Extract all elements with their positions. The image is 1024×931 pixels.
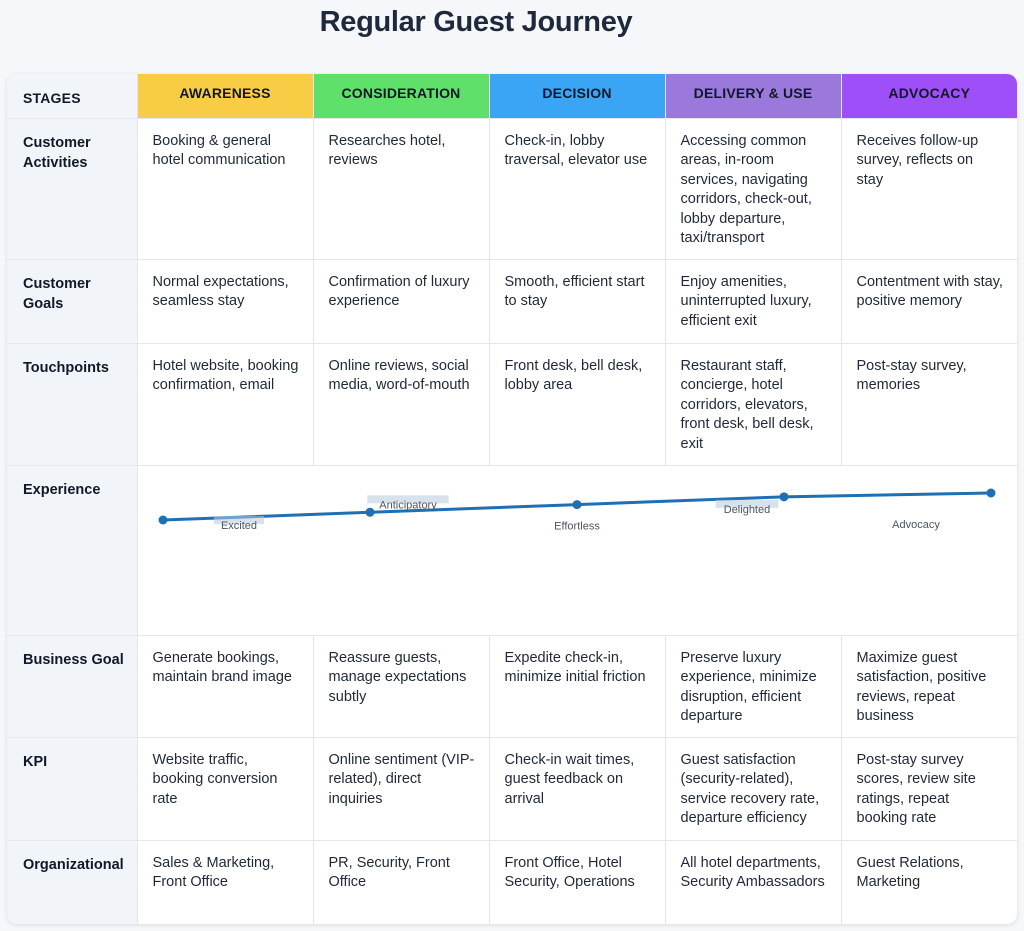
table-cell: Website traffic, booking conversion rate (137, 737, 314, 841)
stages-header-label: STAGES (7, 74, 138, 119)
row-label: Customer Activities (7, 118, 138, 260)
table-cell: Sales & Marketing, Front Office (137, 840, 314, 924)
experience-label-advocacy: Advocacy (892, 519, 940, 531)
stages-header-row: STAGES AWARENESS CONSIDERATION DECISION … (7, 74, 1017, 119)
row-touchpoints: Touchpoints Hotel website, booking confi… (7, 343, 1017, 466)
table-cell: Maximize guest satisfaction, positive re… (841, 635, 1017, 738)
row-kpi: KPI Website traffic, booking conversion … (7, 737, 1017, 841)
row-customer-goals: Customer Goals Normal expectations, seam… (7, 259, 1017, 344)
stage-header-consideration: CONSIDERATION (313, 74, 490, 119)
experience-label-bg (213, 515, 264, 524)
experience-label-delighted: Delighted (723, 503, 769, 515)
table-cell: Researches hotel, reviews (313, 118, 490, 260)
row-organizational: Organizational Sales & Marketing, Front … (7, 840, 1017, 924)
table-cell: Booking & general hotel communication (137, 118, 314, 260)
table-cell: Accessing common areas, in-room services… (665, 118, 842, 260)
page-title: Regular Guest Journey (319, 6, 633, 38)
experience-label-excited: Excited (220, 520, 256, 532)
table-cell: Online reviews, social media, word-of-mo… (313, 343, 490, 466)
table-cell: Enjoy amenities, uninterrupted luxury, e… (665, 259, 842, 344)
table-cell: Post-stay survey, memories (841, 343, 1017, 466)
table-cell: Check-in wait times, guest feedback on a… (489, 737, 666, 841)
table-cell: Contentment with stay, positive memory (841, 259, 1017, 344)
table-cell: Reassure guests, manage expectations sub… (313, 635, 490, 738)
stage-header-awareness: AWARENESS (137, 74, 314, 119)
row-label: KPI (7, 737, 138, 841)
journey-map-table: STAGES AWARENESS CONSIDERATION DECISION … (7, 74, 1017, 924)
stage-header-delivery-use: DELIVERY & USE (665, 74, 842, 119)
table-cell: Guest satisfaction (security-related), s… (665, 737, 842, 841)
experience-point-delighted (779, 491, 788, 501)
table-cell: Front desk, bell desk, lobby area (489, 343, 666, 466)
table-cell: PR, Security, Front Office (313, 840, 490, 924)
table-cell: Receives follow-up survey, reflects on s… (841, 118, 1017, 260)
table-cell: Generate bookings, maintain brand image (137, 635, 314, 738)
stage-header-advocacy: ADVOCACY (841, 74, 1017, 119)
table-cell: Smooth, efficient start to stay (489, 259, 666, 344)
table-cell: Expedite check-in, minimize initial fric… (489, 635, 666, 738)
table-cell: Normal expectations, seamless stay (137, 259, 314, 344)
row-business-goal: Business Goal Generate bookings, maintai… (7, 635, 1017, 738)
row-label: Organizational (7, 840, 138, 924)
experience-point-effortless (572, 499, 581, 509)
row-customer-activities: Customer Activities Booking & general ho… (7, 118, 1017, 260)
experience-label-bg (715, 499, 778, 508)
table-cell: Online sentiment (VIP-related), direct i… (313, 737, 490, 841)
experience-point-advocacy (986, 488, 995, 497)
row-label: Business Goal (7, 635, 138, 738)
experience-label-bg (366, 494, 449, 503)
table-cell: Front Office, Hotel Security, Operations (489, 840, 666, 924)
table-cell: All hotel departments, Security Ambassad… (665, 840, 842, 924)
experience-point-excited (158, 515, 167, 524)
table-cell: Confirmation of luxury experience (313, 259, 490, 344)
experience-point-anticipatory (365, 507, 374, 517)
experience-label-anticipatory: Anticipatory (379, 499, 437, 511)
table-cell: Hotel website, booking confirmation, ema… (137, 343, 314, 466)
table-cell: Restaurant staff, concierge, hotel corri… (665, 343, 842, 466)
table-cell: Check-in, lobby traversal, elevator use (489, 118, 666, 260)
experience-label-effortless: Effortless (554, 520, 600, 532)
row-label: Touchpoints (7, 343, 138, 466)
table-cell: Preserve luxury experience, minimize dis… (665, 635, 842, 738)
table-cell: Guest Relations, Marketing (856, 854, 964, 891)
row-label: Experience (7, 465, 138, 636)
stage-header-decision: DECISION (489, 74, 666, 119)
row-label: Customer Goals (7, 259, 138, 344)
table-cell: Post-stay survey scores, review site rat… (841, 737, 1017, 841)
